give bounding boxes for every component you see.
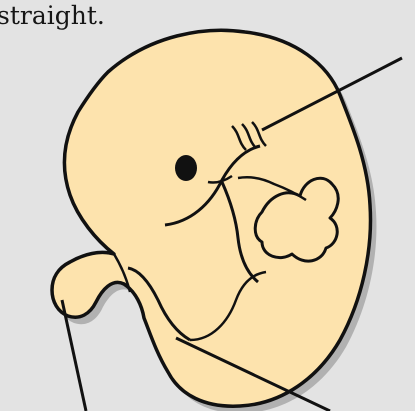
eye: [175, 155, 197, 181]
